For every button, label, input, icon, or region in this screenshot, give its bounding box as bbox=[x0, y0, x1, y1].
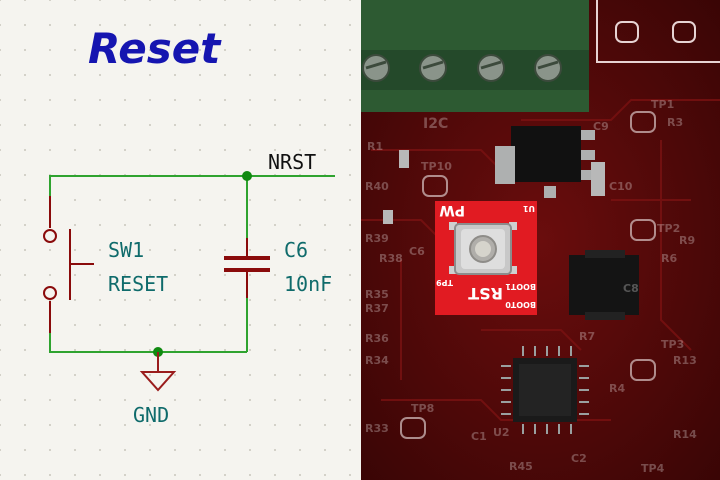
svg-text:TP8: TP8 bbox=[411, 402, 434, 415]
capacitor-value: 10nF bbox=[284, 272, 332, 296]
sheet-title: Reset bbox=[88, 24, 222, 73]
pcb-canvas: I2C TP10 R1 R40 R39 R38 C6 R35 R37 R36 R… bbox=[361, 0, 720, 480]
net-label-nrst[interactable]: NRST bbox=[268, 150, 316, 174]
svg-text:TP10: TP10 bbox=[421, 160, 452, 173]
svg-text:I2C: I2C bbox=[423, 116, 448, 132]
silk-u1: U1 bbox=[523, 204, 535, 213]
svg-text:R39: R39 bbox=[365, 232, 389, 245]
switch-symbol[interactable] bbox=[43, 196, 94, 333]
svg-text:R35: R35 bbox=[365, 288, 389, 301]
svg-text:C10: C10 bbox=[609, 180, 633, 193]
capacitor-symbol[interactable] bbox=[224, 238, 270, 298]
svg-text:C8: C8 bbox=[623, 282, 639, 295]
svg-text:R4: R4 bbox=[609, 382, 625, 395]
ground-label: GND bbox=[133, 403, 169, 427]
reset-button-highlight[interactable]: PW RST TP9 BOOT1 BOOT0 U1 bbox=[435, 201, 537, 315]
svg-text:C2: C2 bbox=[571, 452, 587, 465]
regulator bbox=[495, 126, 595, 198]
svg-text:TP2: TP2 bbox=[657, 222, 680, 235]
silk-tp9: TP9 bbox=[436, 278, 453, 287]
tactile-switch[interactable] bbox=[449, 222, 517, 275]
svg-text:R7: R7 bbox=[579, 330, 595, 343]
test-pads bbox=[400, 111, 656, 439]
silk-boot0: BOOT0 bbox=[505, 300, 536, 309]
silk-pw: PW bbox=[439, 202, 465, 218]
svg-text:C1: C1 bbox=[471, 430, 487, 443]
svg-text:R1: R1 bbox=[367, 140, 383, 153]
svg-text:TP3: TP3 bbox=[661, 338, 684, 351]
svg-text:R6: R6 bbox=[661, 252, 677, 265]
svg-text:C6: C6 bbox=[409, 245, 425, 258]
mcu bbox=[501, 346, 589, 434]
schematic-canvas: Reset NRST SW1 RESET bbox=[0, 0, 361, 480]
switch-ref: SW1 bbox=[108, 238, 144, 262]
svg-text:R37: R37 bbox=[365, 302, 389, 315]
svg-text:R34: R34 bbox=[365, 354, 389, 367]
svg-text:R3: R3 bbox=[667, 116, 683, 129]
pcb-panel: I2C TP10 R1 R40 R39 R38 C6 R35 R37 R36 R… bbox=[361, 0, 720, 480]
terminal-block bbox=[361, 0, 589, 112]
switch-value: RESET bbox=[108, 272, 168, 296]
header-outline bbox=[596, 0, 720, 63]
schematic-panel: Reset NRST SW1 RESET bbox=[0, 0, 361, 480]
silkscreen-labels: I2C TP10 R1 R40 R39 R38 C6 R35 R37 R36 R… bbox=[365, 98, 697, 475]
svg-text:U2: U2 bbox=[493, 426, 510, 439]
svg-text:R40: R40 bbox=[365, 180, 389, 193]
silk-rst: RST bbox=[468, 284, 503, 303]
grid bbox=[0, 0, 361, 480]
svg-text:R38: R38 bbox=[379, 252, 403, 265]
jumper bbox=[569, 250, 639, 320]
svg-text:R45: R45 bbox=[509, 460, 533, 473]
junction-top bbox=[242, 171, 252, 181]
svg-text:R33: R33 bbox=[365, 422, 389, 435]
svg-text:TP4: TP4 bbox=[641, 462, 665, 475]
capacitor-ref: C6 bbox=[284, 238, 308, 262]
svg-text:C9: C9 bbox=[593, 120, 609, 133]
svg-text:R14: R14 bbox=[673, 428, 697, 441]
svg-text:R36: R36 bbox=[365, 332, 389, 345]
svg-text:TP1: TP1 bbox=[651, 98, 674, 111]
silk-boot1: BOOT1 bbox=[505, 282, 536, 291]
svg-text:R9: R9 bbox=[679, 234, 695, 247]
ground-symbol[interactable] bbox=[139, 352, 177, 392]
svg-text:R13: R13 bbox=[673, 354, 697, 367]
